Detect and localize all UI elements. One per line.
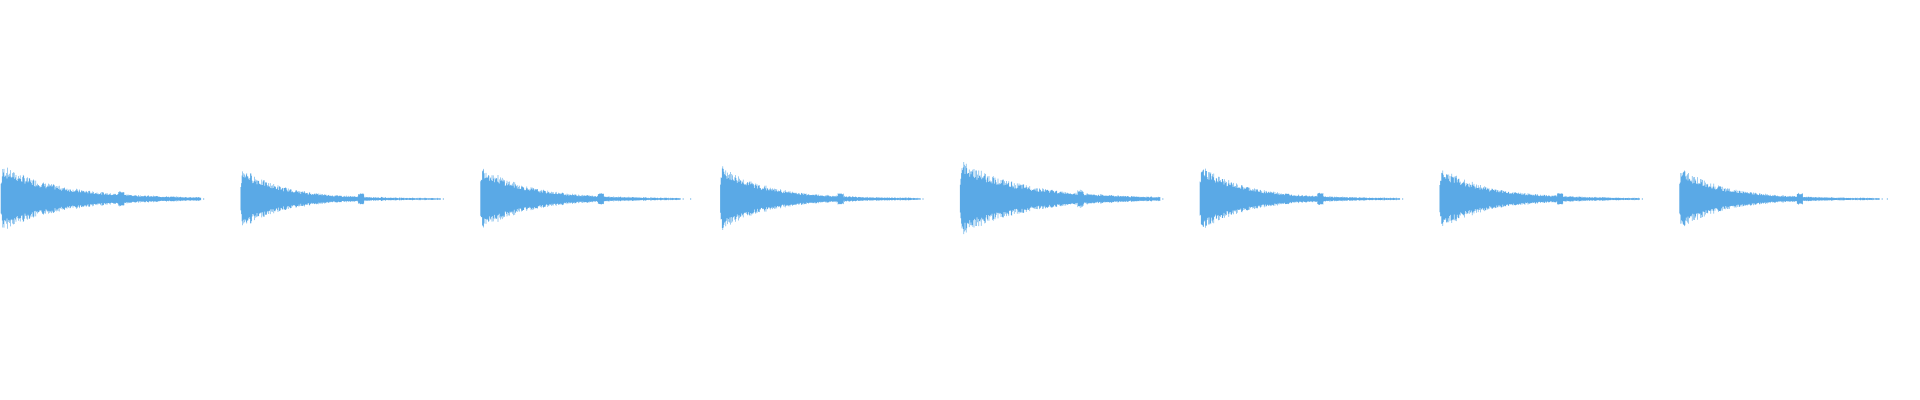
waveform-hit [240, 171, 444, 226]
waveform-hit [1199, 168, 1404, 228]
waveform-tail-dot [1641, 198, 1643, 200]
waveform-hit-path [720, 166, 921, 231]
waveform-hit-path [480, 168, 681, 228]
waveform-hit-path [959, 161, 1161, 235]
waveform-tail-dot [690, 198, 692, 200]
waveform-hit [1679, 170, 1888, 227]
waveform-tail-dot [1402, 198, 1404, 200]
waveform-hit [959, 161, 1164, 235]
waveform-hit-path [0, 167, 202, 229]
waveform-hit-path [1439, 170, 1640, 227]
waveform-hit [1439, 170, 1643, 227]
waveform-hit [480, 168, 692, 228]
waveform-tail-dot [203, 198, 205, 200]
waveform-tail-dot [922, 198, 924, 200]
waveform-hit-path [1199, 168, 1401, 228]
waveform-tail-dot [682, 198, 684, 200]
waveform-hit [720, 166, 924, 231]
waveform-hit-path [1679, 170, 1880, 227]
waveform-tail-dot [1162, 198, 1164, 200]
waveform-tail-dot [1881, 198, 1883, 200]
waveform-hit [0, 167, 205, 229]
waveform-hit-path [240, 171, 441, 226]
waveform-tail-dot [442, 198, 444, 200]
waveform-tail-dot [1886, 198, 1888, 200]
